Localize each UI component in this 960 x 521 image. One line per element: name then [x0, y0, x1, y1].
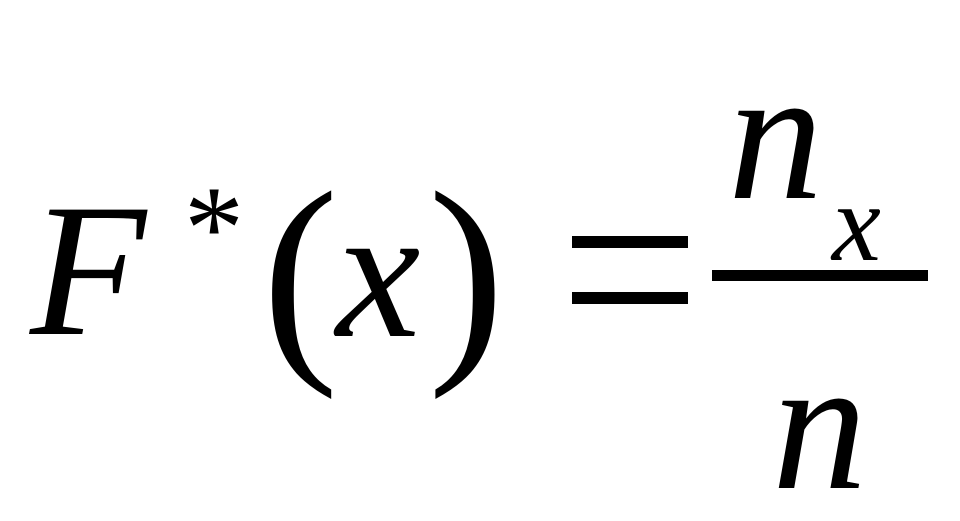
fraction-bar [712, 270, 928, 281]
equals-sign-top-bar [572, 236, 688, 248]
fraction-denominator: n [772, 320, 867, 521]
function-name: F [30, 166, 147, 376]
equals-sign-bottom-bar [572, 292, 688, 304]
numerator-subscript: x [832, 162, 881, 284]
fraction-numerator: n [728, 30, 823, 240]
open-parenthesis: ( [262, 145, 339, 400]
close-parenthesis: ) [428, 145, 505, 400]
star-superscript: * [184, 161, 244, 294]
function-argument: x [336, 168, 421, 378]
